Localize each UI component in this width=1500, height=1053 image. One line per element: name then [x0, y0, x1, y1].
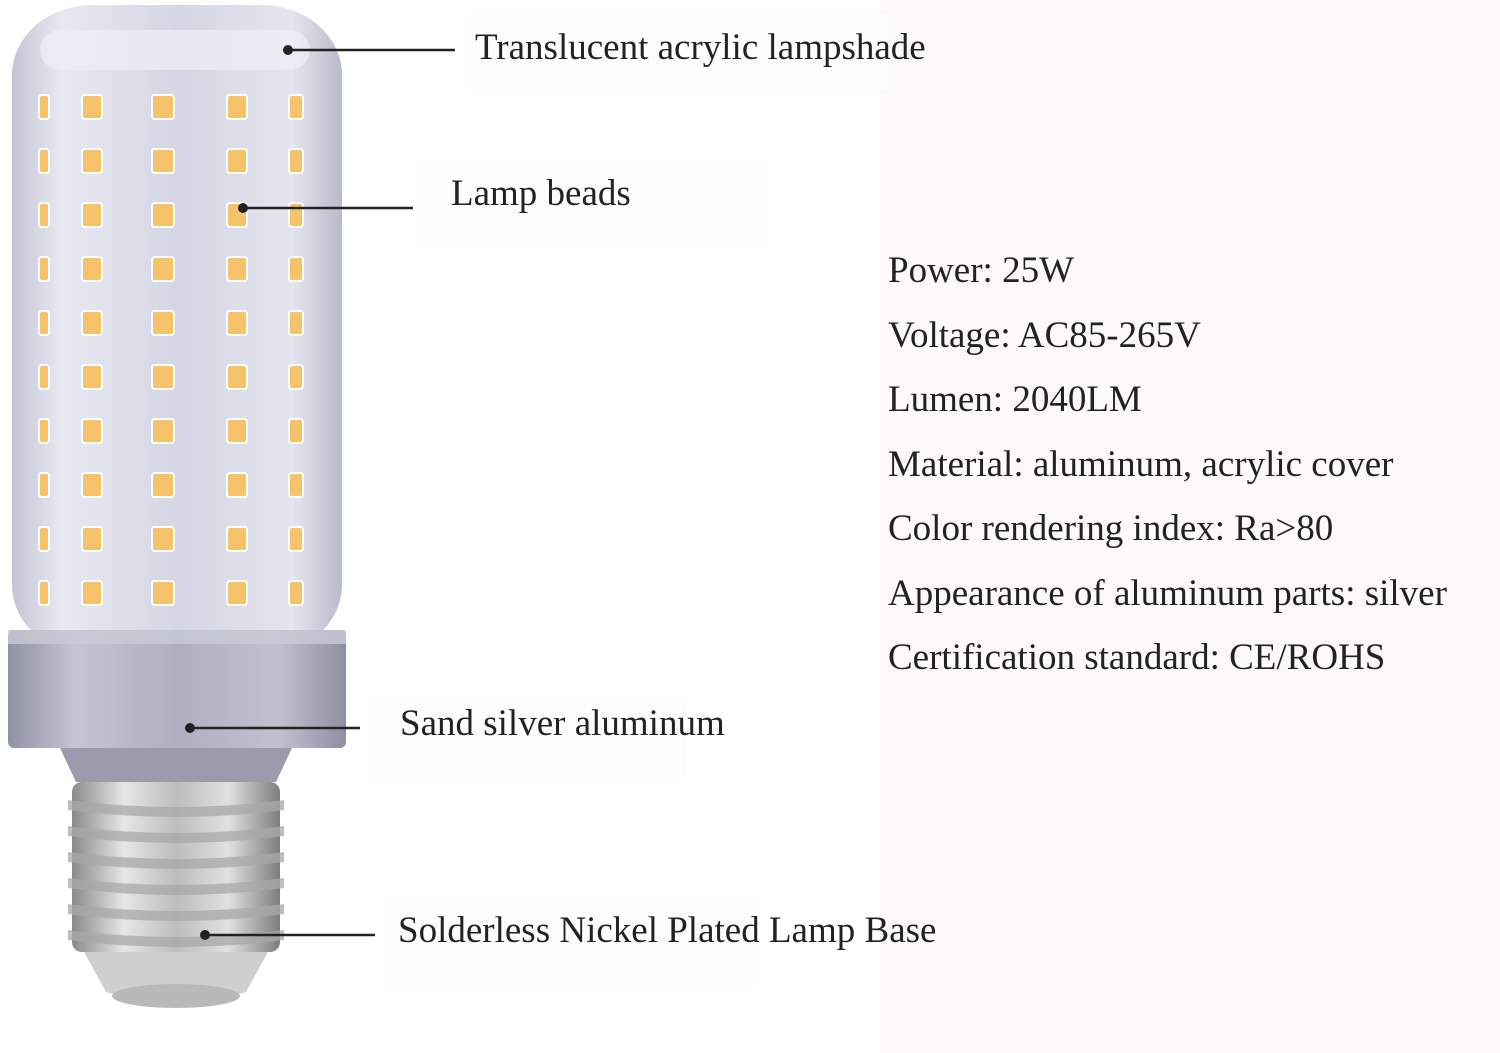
- lamp-bead: [226, 580, 248, 606]
- lamp-bead: [151, 526, 175, 552]
- lampshade-label: Translucent acrylic lampshade: [475, 27, 926, 68]
- lamp-bead: [288, 526, 304, 552]
- lamp-bead: [288, 580, 304, 606]
- lamp-bead: [81, 148, 103, 174]
- spec-list: Power: 25W Voltage: AC85-265V Lumen: 204…: [888, 248, 1447, 700]
- lamp-bead: [288, 310, 304, 336]
- screw-thread: [68, 800, 284, 817]
- beads-leader-dot: [238, 203, 248, 213]
- lamp-bead: [81, 418, 103, 444]
- screw-thread: [68, 904, 284, 921]
- screw-thread: [68, 878, 284, 895]
- lamp-bead: [38, 526, 50, 552]
- lampshade-label-box: [468, 14, 888, 90]
- led-corn-bulb-illustration: [8, 5, 455, 1008]
- lamp-bead: [81, 580, 103, 606]
- lamp-bead: [226, 148, 248, 174]
- aluminum-leader-dot: [185, 723, 195, 733]
- aluminum-label: Sand silver aluminum: [400, 703, 725, 744]
- lamp-bead: [288, 364, 304, 390]
- lamp-bead: [288, 202, 304, 228]
- lamp-bead: [38, 148, 50, 174]
- lamp-bead: [151, 364, 175, 390]
- spec-voltage: Voltage: AC85-265V: [888, 314, 1201, 356]
- lamp-bead: [288, 148, 304, 174]
- screw-thread: [68, 826, 284, 843]
- beads-label-box: [415, 165, 767, 243]
- spec-panel-background: [880, 0, 1500, 1053]
- aluminum-label-box: [368, 700, 686, 778]
- lamp-bead: [38, 418, 50, 444]
- lamp-bead: [151, 94, 175, 120]
- screw-thread: [68, 930, 284, 947]
- spec-aluminum-appearance: Appearance of aluminum parts: silver: [888, 572, 1447, 614]
- lamp-bead: [151, 256, 175, 282]
- screw-thread: [68, 852, 284, 869]
- lamp-bead: [226, 310, 248, 336]
- lamp-bead: [38, 256, 50, 282]
- lamp-bead: [81, 256, 103, 282]
- lamp-bead: [226, 526, 248, 552]
- lamp-bead: [38, 580, 50, 606]
- lamp-bead: [81, 364, 103, 390]
- spec-lumen: Lumen: 2040LM: [888, 379, 1142, 420]
- lamp-bead: [288, 472, 304, 498]
- lamp-bead: [38, 364, 50, 390]
- lamp-bead: [226, 472, 248, 498]
- spec-material: Material: aluminum, acrylic cover: [888, 443, 1394, 485]
- base-label-box: [383, 895, 755, 987]
- lamp-bead: [81, 202, 103, 228]
- lamp-bead: [151, 472, 175, 498]
- spec-power: Power: 25W: [888, 250, 1074, 291]
- lamp-bead: [226, 94, 248, 120]
- base-label: Solderless Nickel Plated Lamp Base: [398, 910, 937, 951]
- lamp-bead: [38, 202, 50, 228]
- lamp-bead: [38, 94, 50, 120]
- lamp-bead: [81, 526, 103, 552]
- spec-color-rendering-index: Color rendering index: Ra>80: [888, 508, 1334, 549]
- lamp-bead: [81, 310, 103, 336]
- lampshade-leader-dot: [283, 45, 293, 55]
- lamp-bead: [151, 580, 175, 606]
- lamp-bead: [288, 94, 304, 120]
- lamp-bead: [226, 256, 248, 282]
- beads-label: Lamp beads: [451, 173, 631, 214]
- lamp-bead: [151, 310, 175, 336]
- lamp-bead: [288, 256, 304, 282]
- screw-base: [68, 782, 284, 1008]
- lamp-bead: [81, 94, 103, 120]
- lamp-beads: [38, 94, 304, 606]
- lamp-bead: [38, 310, 50, 336]
- aluminum-sleeve: [8, 630, 346, 748]
- lamp-bead: [81, 472, 103, 498]
- base-leader-dot: [200, 930, 210, 940]
- lamp-bead: [226, 364, 248, 390]
- lamp-bead: [226, 418, 248, 444]
- lamp-bead: [151, 148, 175, 174]
- lamp-bead: [151, 202, 175, 228]
- lamp-bead: [288, 418, 304, 444]
- spec-certification: Certification standard: CE/ROHS: [888, 637, 1386, 678]
- lamp-bead: [38, 472, 50, 498]
- lamp-bead: [151, 418, 175, 444]
